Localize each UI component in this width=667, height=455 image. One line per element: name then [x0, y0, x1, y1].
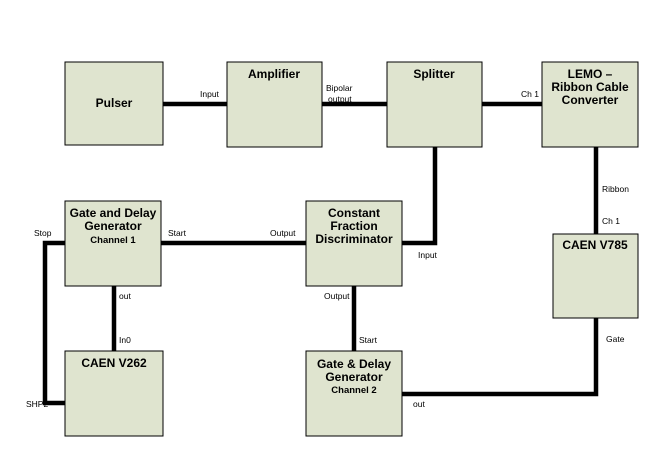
wire-gdg2-v785-gate	[402, 318, 599, 397]
port-label-cfd-output-bottom: Output	[324, 291, 350, 301]
caen-v262-block: CAEN V262	[64, 350, 164, 437]
port-label-cfd-input: Input	[418, 250, 438, 260]
port-label-lemo-ribbon: Ribbon	[602, 184, 629, 194]
block-subtitle: Channel 2	[331, 385, 376, 396]
block-title: Splitter	[413, 67, 455, 81]
port-label-v785-ch1: Ch 1	[602, 216, 620, 226]
port-label-splitter-ch1: Ch 1	[521, 89, 539, 99]
gate-delay-generator-2-block: Gate & Delay Generator Channel 2	[305, 350, 403, 437]
port-label-cfd-output: Output	[270, 228, 296, 238]
caen-v785-block: CAEN V785	[552, 233, 639, 319]
block-title-line-2: Generator	[325, 370, 383, 384]
wire-v262-gdg1-stop	[42, 240, 65, 406]
block-title-line-3: Converter	[562, 93, 619, 107]
port-label-amp-bipolar-line-2: output	[328, 94, 352, 104]
port-label-gdg1-start: Start	[168, 228, 187, 238]
port-labels: Input Bipolar output Ch 1 Ribbon Ch 1 St…	[26, 83, 629, 409]
gate-delay-generator-1-block: Gate and Delay Generator Channel 1	[64, 200, 162, 287]
port-label-v785-gate: Gate	[606, 334, 625, 344]
block-title-line-2: Generator	[84, 219, 142, 233]
port-label-gdg1-out: out	[119, 291, 131, 301]
connections	[42, 101, 599, 406]
pulser-block: Pulser	[64, 61, 164, 146]
port-label-amp-input: Input	[200, 89, 220, 99]
lemo-converter-block: LEMO – Ribbon Cable Converter	[541, 61, 639, 148]
port-label-amp-bipolar-line-1: Bipolar	[326, 83, 353, 93]
block-title-line-1: Constant	[328, 206, 380, 220]
block-title: Amplifier	[248, 67, 300, 81]
block-title-line-1: Gate and Delay	[70, 206, 157, 220]
block-title: CAEN V262	[81, 356, 147, 370]
block-title-line-1: Gate & Delay	[317, 357, 391, 371]
block-title-line-3: Discriminator	[315, 232, 393, 246]
block-title-line-2: Ribbon Cable	[551, 80, 629, 94]
block-title: Pulser	[96, 96, 133, 110]
block-title-line-2: Fraction	[330, 219, 377, 233]
port-label-v262-shp2: SHP2	[26, 399, 48, 409]
wire-splitter-cfd	[402, 147, 438, 246]
port-label-gdg2-start: Start	[359, 335, 378, 345]
block-subtitle: Channel 1	[90, 235, 136, 246]
amplifier-block: Amplifier	[226, 61, 323, 148]
port-label-gdg2-out: out	[413, 399, 425, 409]
port-label-v262-in0: In0	[119, 335, 131, 345]
cfd-block: Constant Fraction Discriminator	[305, 200, 403, 287]
block-title-line-1: LEMO –	[568, 67, 613, 81]
port-label-gdg1-stop: Stop	[34, 228, 52, 238]
splitter-block: Splitter	[386, 61, 483, 148]
block-title: CAEN V785	[562, 238, 628, 252]
